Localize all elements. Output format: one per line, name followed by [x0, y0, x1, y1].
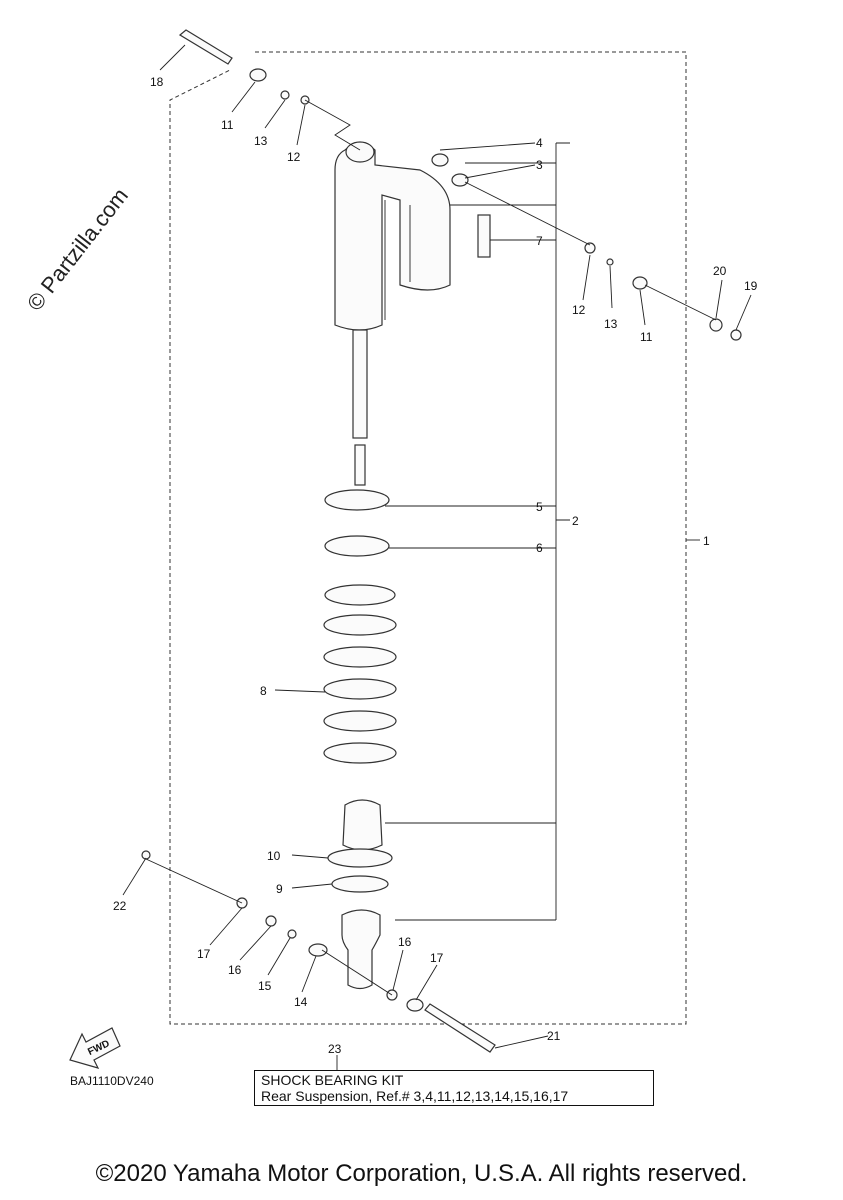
callout-19: 19: [744, 279, 758, 293]
diagram-reference-code: BAJ1110DV240: [70, 1074, 154, 1088]
kit-description: Rear Suspension, Ref.# 3,4,11,12,13,14,1…: [261, 1088, 569, 1104]
callout-12-right: 12: [572, 303, 586, 317]
kit-title: SHOCK BEARING KIT: [261, 1072, 404, 1088]
ring-9: [331, 875, 389, 893]
callout-2: 2: [572, 514, 579, 528]
bracket-2: [395, 142, 570, 921]
callout-20: 20: [713, 264, 727, 278]
callout-3: 3: [536, 158, 543, 172]
ring-5: [324, 489, 390, 511]
adjuster-7: [477, 214, 491, 258]
shock-rod: [352, 329, 368, 486]
bump-stop: [342, 799, 383, 851]
bolt-18: [178, 29, 233, 65]
callout-8: 8: [260, 684, 267, 698]
callout-1: 1: [703, 534, 710, 548]
callout-11-right: 11: [640, 330, 653, 344]
callout-16-right: 16: [398, 935, 412, 949]
kit-box: SHOCK BEARING KIT Rear Suspension, Ref.#…: [254, 1070, 654, 1106]
callout-4: 4: [536, 136, 543, 150]
callout-10: 10: [267, 849, 281, 863]
callout-15: 15: [258, 979, 272, 993]
assembly-boundary: [169, 51, 687, 1025]
shock-body: [334, 141, 451, 331]
copyright-notice: ©2020 Yamaha Motor Corporation, U.S.A. A…: [95, 1160, 748, 1187]
callout-7: 7: [536, 234, 543, 248]
callout-21: 21: [547, 1029, 561, 1043]
callout-14: 14: [294, 995, 308, 1009]
leader-lines: [122, 44, 752, 1070]
callout-13-right: 13: [604, 317, 618, 331]
bolt-21: [424, 1003, 496, 1053]
callout-13: 13: [254, 134, 268, 148]
callout-11: 11: [221, 118, 234, 132]
callout-labels: 18 11 13 12 4 3 7 12 13 11 20 19 5 2 1 6…: [113, 75, 758, 1056]
callout-23: 23: [328, 1042, 342, 1056]
callout-22: 22: [113, 899, 127, 913]
lower-clevis: [341, 909, 381, 990]
callout-16: 16: [228, 963, 242, 977]
callout-18: 18: [150, 75, 164, 89]
ring-10: [327, 848, 393, 868]
callout-9: 9: [276, 882, 283, 896]
callout-6: 6: [536, 541, 543, 555]
callout-17-right: 17: [430, 951, 444, 965]
fwd-arrow-icon: FWD: [69, 1027, 121, 1069]
ring-6: [324, 535, 390, 557]
hardware: [141, 68, 742, 1012]
callout-17: 17: [197, 947, 211, 961]
spring-8: [323, 584, 397, 764]
callout-12: 12: [287, 150, 301, 164]
bracket-2-branches: [385, 162, 556, 824]
callout-5: 5: [536, 500, 543, 514]
